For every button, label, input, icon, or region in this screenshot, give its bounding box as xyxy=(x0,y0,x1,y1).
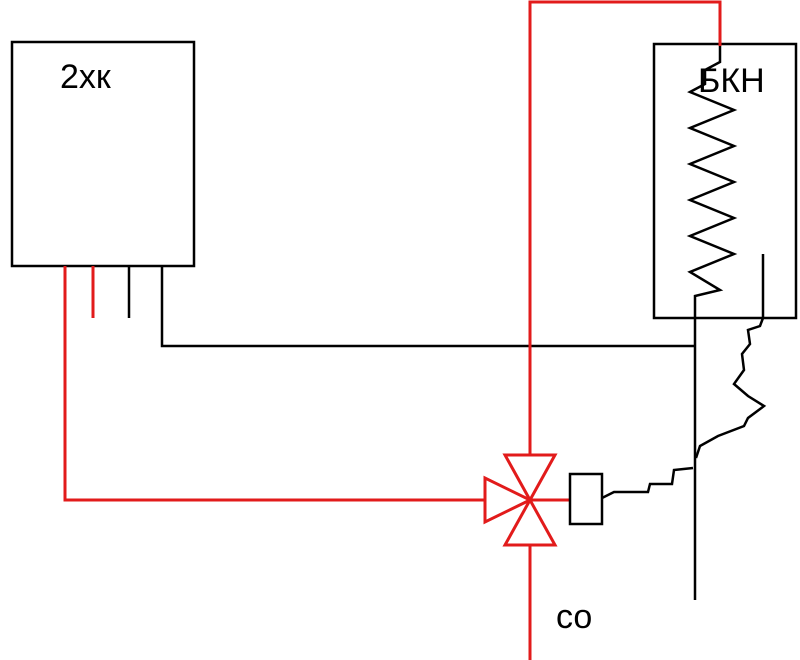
tank-box xyxy=(652,42,798,320)
heating-label: со xyxy=(556,598,592,636)
valve-actuator xyxy=(568,472,604,526)
valve-to-coil-pipe xyxy=(528,0,722,460)
actuator-wire xyxy=(601,466,694,500)
boiler-box xyxy=(10,40,196,268)
tank-coil xyxy=(686,46,738,600)
sensor-wire xyxy=(694,317,767,459)
boiler-label: 2хк xyxy=(60,58,112,96)
boiler-supply-pipe xyxy=(63,266,485,502)
boiler-return-pipe xyxy=(160,266,695,348)
three-way-valve-left xyxy=(483,475,534,525)
three-way-valve-top xyxy=(502,453,558,504)
